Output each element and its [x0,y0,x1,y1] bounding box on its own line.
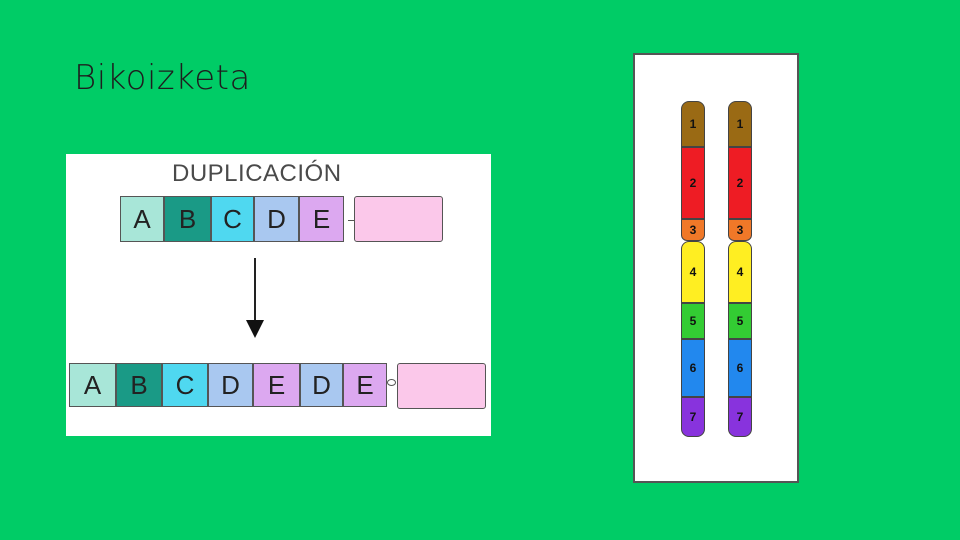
right-band-4: 4 [728,241,752,303]
chromosome-arm-before [354,196,443,242]
arrow-down-icon [246,320,264,338]
after-segment-d: D [208,363,253,407]
right-band-3: 3 [728,219,752,241]
right-band-5: 5 [728,303,752,339]
after-segment-e: E [343,363,387,407]
before-segment-b: B [164,196,211,242]
left-band-3: 3 [681,219,705,241]
left-band-1: 1 [681,101,705,147]
diagram-heading: DUPLICACIÓN [172,160,342,187]
right-band-6: 6 [728,339,752,397]
left-band-7: 7 [681,397,705,437]
left-band-2: 2 [681,147,705,219]
slide-title: Bikoizketa [74,58,251,98]
before-segment-a: A [120,196,164,242]
right-band-7: 7 [728,397,752,437]
left-band-4: 4 [681,241,705,303]
right-band-1: 1 [728,101,752,147]
centromere-link [387,379,396,386]
after-segment-e: E [253,363,300,407]
left-band-6: 6 [681,339,705,397]
before-segment-d: D [254,196,299,242]
right-band-2: 2 [728,147,752,219]
before-segment-c: C [211,196,254,242]
after-segment-d: D [300,363,343,407]
left-band-5: 5 [681,303,705,339]
arrow-shaft [254,258,256,326]
connector-line-before [348,220,354,221]
chromosome-arm-after [397,363,486,409]
after-segment-c: C [162,363,208,407]
after-segment-a: A [69,363,116,407]
after-segment-b: B [116,363,162,407]
before-segment-e: E [299,196,344,242]
